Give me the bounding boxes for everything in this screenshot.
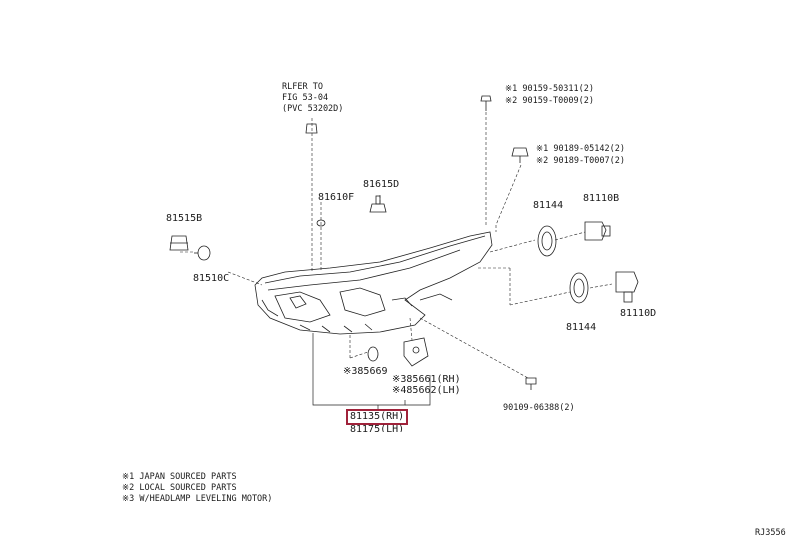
clip-label-local[interactable]: ※2 90189-T0007(2) xyxy=(536,156,626,166)
part-label-81610F[interactable]: 81610F xyxy=(318,192,355,203)
part-label-81515B[interactable]: 81515B xyxy=(166,213,203,224)
part-label-81615D[interactable]: 81615D xyxy=(363,179,400,190)
screw-label-japan[interactable]: ※1 90159-50311(2) xyxy=(505,84,595,94)
note-leveling-motor: ※3 W/HEADLAMP LEVELING MOTOR) xyxy=(122,494,273,504)
part-label-81144-bottom[interactable]: 81144 xyxy=(566,322,597,333)
number-85662: 85662(LH) xyxy=(406,385,461,396)
mark-85669: ※3 xyxy=(343,366,358,377)
seal-81144-bottom xyxy=(569,272,589,304)
bulb-81110B xyxy=(584,221,611,241)
diagram-code: RJ3556 xyxy=(755,528,786,538)
screw-top xyxy=(480,95,492,111)
clip-upper-right xyxy=(511,147,529,163)
leader-lines-dashed xyxy=(180,112,613,379)
part-label-85669[interactable]: ※385669 xyxy=(343,366,388,377)
headlamp-assembly-drawing xyxy=(254,231,493,335)
part-label-81135[interactable]: 81135(RH) xyxy=(350,411,405,422)
mark-85662: ※4 xyxy=(392,385,407,396)
part-label-81110B[interactable]: 81110B xyxy=(583,193,620,204)
gasket-85669 xyxy=(367,346,379,362)
part-label-85661[interactable]: ※385661(RH) xyxy=(392,374,461,385)
screw-label-local[interactable]: ※2 90159-T0009(2) xyxy=(505,96,595,106)
number-85669: 85669 xyxy=(357,366,388,377)
refer-note-line3: (PVC 53202D) xyxy=(282,104,344,114)
bulb-81510C xyxy=(194,245,211,261)
highlight-box-81135 xyxy=(346,409,408,425)
part-label-81144-top[interactable]: 81144 xyxy=(533,200,564,211)
part-label-85662[interactable]: ※485662(LH) xyxy=(392,385,461,396)
note-local-sourced: ※2 LOCAL SOURCED PARTS xyxy=(122,483,237,493)
bulb-81615D xyxy=(369,195,387,213)
refer-note-line2: FIG 53-04 xyxy=(282,93,329,103)
grommet-81610F xyxy=(316,219,326,227)
bolt-bottom xyxy=(525,377,537,390)
mark-85661: ※3 xyxy=(392,374,407,385)
part-label-81510C[interactable]: 81510C xyxy=(193,273,230,284)
clip-label-japan[interactable]: ※1 90189-05142(2) xyxy=(536,144,626,154)
socket-81515B xyxy=(169,235,189,251)
note-japan-sourced: ※1 JAPAN SOURCED PARTS xyxy=(122,472,237,482)
refer-note-line1: RLFER TO xyxy=(282,82,323,92)
number-85661: 85661(RH) xyxy=(406,374,461,385)
bulb-81110D xyxy=(615,271,639,303)
leveling-motor-85661 xyxy=(403,337,429,367)
part-label-81175[interactable]: 81175(LH) xyxy=(350,424,405,432)
assembly-bracket-lines xyxy=(312,333,431,409)
part-label-81110D[interactable]: 81110D xyxy=(620,308,657,319)
bolt-label[interactable]: 90109-06388(2) xyxy=(503,403,575,413)
refer-clip xyxy=(305,123,318,134)
seal-81144-top xyxy=(537,225,557,257)
